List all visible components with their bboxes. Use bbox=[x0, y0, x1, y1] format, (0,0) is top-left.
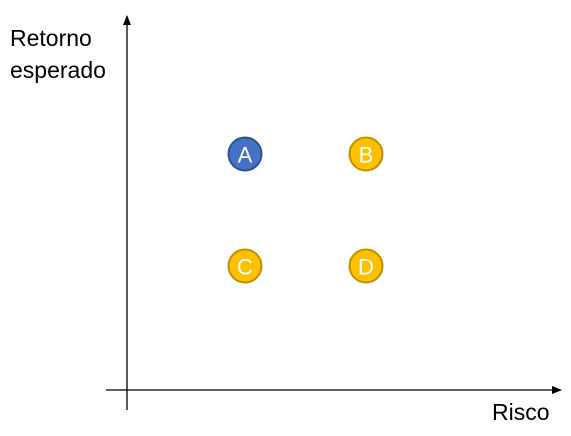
point-d-circle bbox=[348, 248, 384, 284]
point-b: B bbox=[348, 136, 384, 172]
points-layer: A B C D bbox=[227, 136, 384, 284]
point-a: A bbox=[227, 136, 263, 172]
x-axis-label: Risco bbox=[492, 399, 550, 425]
y-axis-label-line-1: Retorno bbox=[10, 25, 92, 51]
point-a-label: A bbox=[238, 143, 253, 168]
point-c: C bbox=[227, 248, 263, 284]
point-d: D bbox=[348, 248, 384, 284]
point-b-label: B bbox=[359, 143, 374, 168]
point-b-circle bbox=[348, 136, 384, 172]
y-axis-label-line-2: esperado bbox=[10, 57, 106, 83]
point-c-circle bbox=[227, 248, 263, 284]
point-d-label: D bbox=[358, 255, 374, 280]
point-a-circle bbox=[227, 136, 263, 172]
point-c-label: C bbox=[237, 255, 253, 280]
